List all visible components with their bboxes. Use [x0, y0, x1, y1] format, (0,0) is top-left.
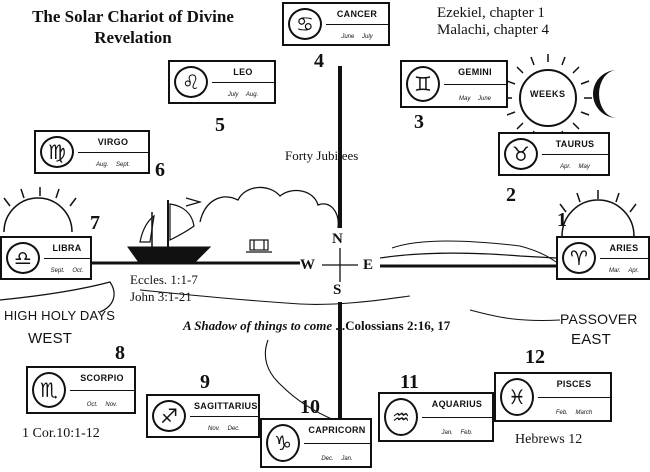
horizon-ridge: [379, 252, 557, 259]
river-outline: [264, 339, 335, 421]
card-months: Nov. Dec.: [208, 426, 240, 432]
card-months: May June: [458, 96, 491, 102]
card-name: AQUARIUS: [431, 399, 483, 409]
card-name: SCORPIO: [80, 373, 124, 383]
card-months: July Aug.: [227, 92, 259, 98]
virgo-icon: ♍: [40, 136, 74, 168]
libra-icon: ♎: [6, 242, 40, 274]
hebrews-reference: Hebrews 12: [515, 432, 583, 447]
sign-number-scorpio: 8: [115, 342, 125, 364]
sign-number-aquarius: 11: [400, 371, 419, 393]
card-months: Sept. Oct.: [50, 268, 84, 274]
compass-west: W: [300, 257, 315, 273]
card-pisces: ♓ PISCES Feb. March: [494, 372, 612, 422]
card-name: TAURUS: [555, 139, 595, 149]
taurus-icon: ♉: [504, 138, 538, 170]
card-months: June July: [341, 34, 373, 40]
card-virgo: ♍ VIRGO Aug. Sept.: [34, 130, 150, 174]
compass-south: S: [333, 282, 342, 298]
cancer-icon: ♋: [288, 8, 322, 40]
ezekiel-reference: Ezekiel, chapter 1: [437, 5, 545, 21]
high-holy-days-label: HIGH HOLY DAYS: [4, 308, 116, 323]
sign-number-leo: 5: [215, 114, 225, 136]
card-libra: ♎ LIBRA Sept. Oct.: [0, 236, 92, 280]
west-label: WEST: [28, 330, 73, 347]
card-name: VIRGO: [97, 137, 129, 147]
card-months: Apr. May: [560, 164, 590, 170]
sign-number-gemini: 3: [414, 111, 424, 133]
colossians-reference: ...Colossians 2:16, 17: [335, 318, 451, 333]
card-name: LEO: [233, 67, 253, 77]
eccles-reference: Eccles. 1:1-7: [130, 272, 198, 287]
sign-number-libra: 7: [90, 212, 100, 234]
weeks-label: WEEKS: [530, 89, 566, 99]
card-months: Oct. Nov.: [86, 402, 118, 408]
card-name: CANCER: [336, 9, 378, 19]
sign-number-capricorn: 10: [300, 396, 320, 418]
malachi-reference: Malachi, chapter 4: [437, 22, 550, 38]
card-sagittarius: ♐ SAGITTARIUS Nov. Dec.: [146, 394, 260, 438]
card-months: Aug. Sept.: [95, 162, 131, 168]
sign-number-virgo: 6: [155, 159, 165, 181]
card-name: LIBRA: [52, 243, 82, 253]
sagittarius-icon: ♐: [152, 400, 186, 432]
corinthians-reference: 1 Cor.10:1-12: [22, 426, 100, 441]
aries-icon: ♈: [562, 242, 596, 274]
capricorn-icon: ♑: [266, 424, 300, 462]
smoke-outline: [391, 240, 557, 263]
compass-north: N: [332, 231, 343, 247]
card-cancer: ♋ CANCER June July: [282, 2, 390, 46]
east-label: EAST: [571, 331, 611, 348]
card-months: Feb. March: [555, 410, 593, 416]
shadow-caption-italic: A Shadow of things to come: [183, 318, 333, 333]
aquarius-icon: ♒: [384, 398, 418, 436]
card-leo: ♌ LEO July Aug.: [168, 60, 276, 104]
sign-number-pisces: 12: [525, 346, 545, 368]
john-reference: John 3:1-21: [130, 289, 192, 304]
card-months: Mar. Apr.: [608, 268, 639, 274]
card-aries: ♈ ARIES Mar. Apr.: [556, 236, 650, 280]
cloud-outline: [199, 186, 339, 229]
leo-icon: ♌: [174, 66, 208, 98]
sun-icon: [504, 54, 592, 142]
ground-outline-center: [139, 289, 411, 305]
compass-east: E: [363, 257, 374, 273]
card-capricorn: ♑ CAPRICORN Dec. Jan.: [260, 418, 372, 468]
card-gemini: ♊ GEMINI May June: [400, 60, 508, 108]
card-name: GEMINI: [458, 67, 492, 77]
card-name: ARIES: [609, 243, 639, 253]
forty-jubilees-label: Forty Jubilees: [285, 148, 359, 163]
card-scorpio: ♏ SCORPIO Oct. Nov.: [26, 366, 136, 414]
moon-icon: [593, 70, 617, 118]
diagram-title: The Solar Chariot of Divine Revelation: [32, 7, 234, 47]
card-aquarius: ♒ AQUARIUS Jan. Feb.: [378, 392, 494, 442]
card-name: PISCES: [556, 379, 592, 389]
card-name: CAPRICORN: [308, 425, 366, 435]
scorpio-icon: ♏: [32, 372, 66, 408]
sign-number-taurus: 2: [506, 184, 516, 206]
card-months: Dec. Jan.: [321, 456, 353, 462]
card-months: Jan. Feb.: [441, 430, 473, 436]
card-taurus: ♉ TAURUS Apr. May: [498, 132, 610, 176]
building-icon: [246, 239, 272, 253]
shadow-caption: A Shadow of things to come ...Colossians…: [183, 318, 450, 334]
passover-label: PASSOVER: [560, 311, 638, 327]
card-name: SAGITTARIUS: [194, 401, 258, 411]
east-sun-icon: [559, 190, 637, 237]
sign-number-sagittarius: 9: [200, 371, 210, 393]
gemini-icon: ♊: [406, 66, 440, 102]
pisces-icon: ♓: [500, 378, 534, 416]
sign-number-cancer: 4: [314, 50, 324, 72]
ground-outline-right: [469, 309, 561, 321]
west-sun-icon: [3, 187, 77, 233]
sign-number-aries: 1: [557, 209, 567, 231]
ground-outline-left: [0, 281, 115, 313]
ship-icon: [127, 197, 212, 262]
